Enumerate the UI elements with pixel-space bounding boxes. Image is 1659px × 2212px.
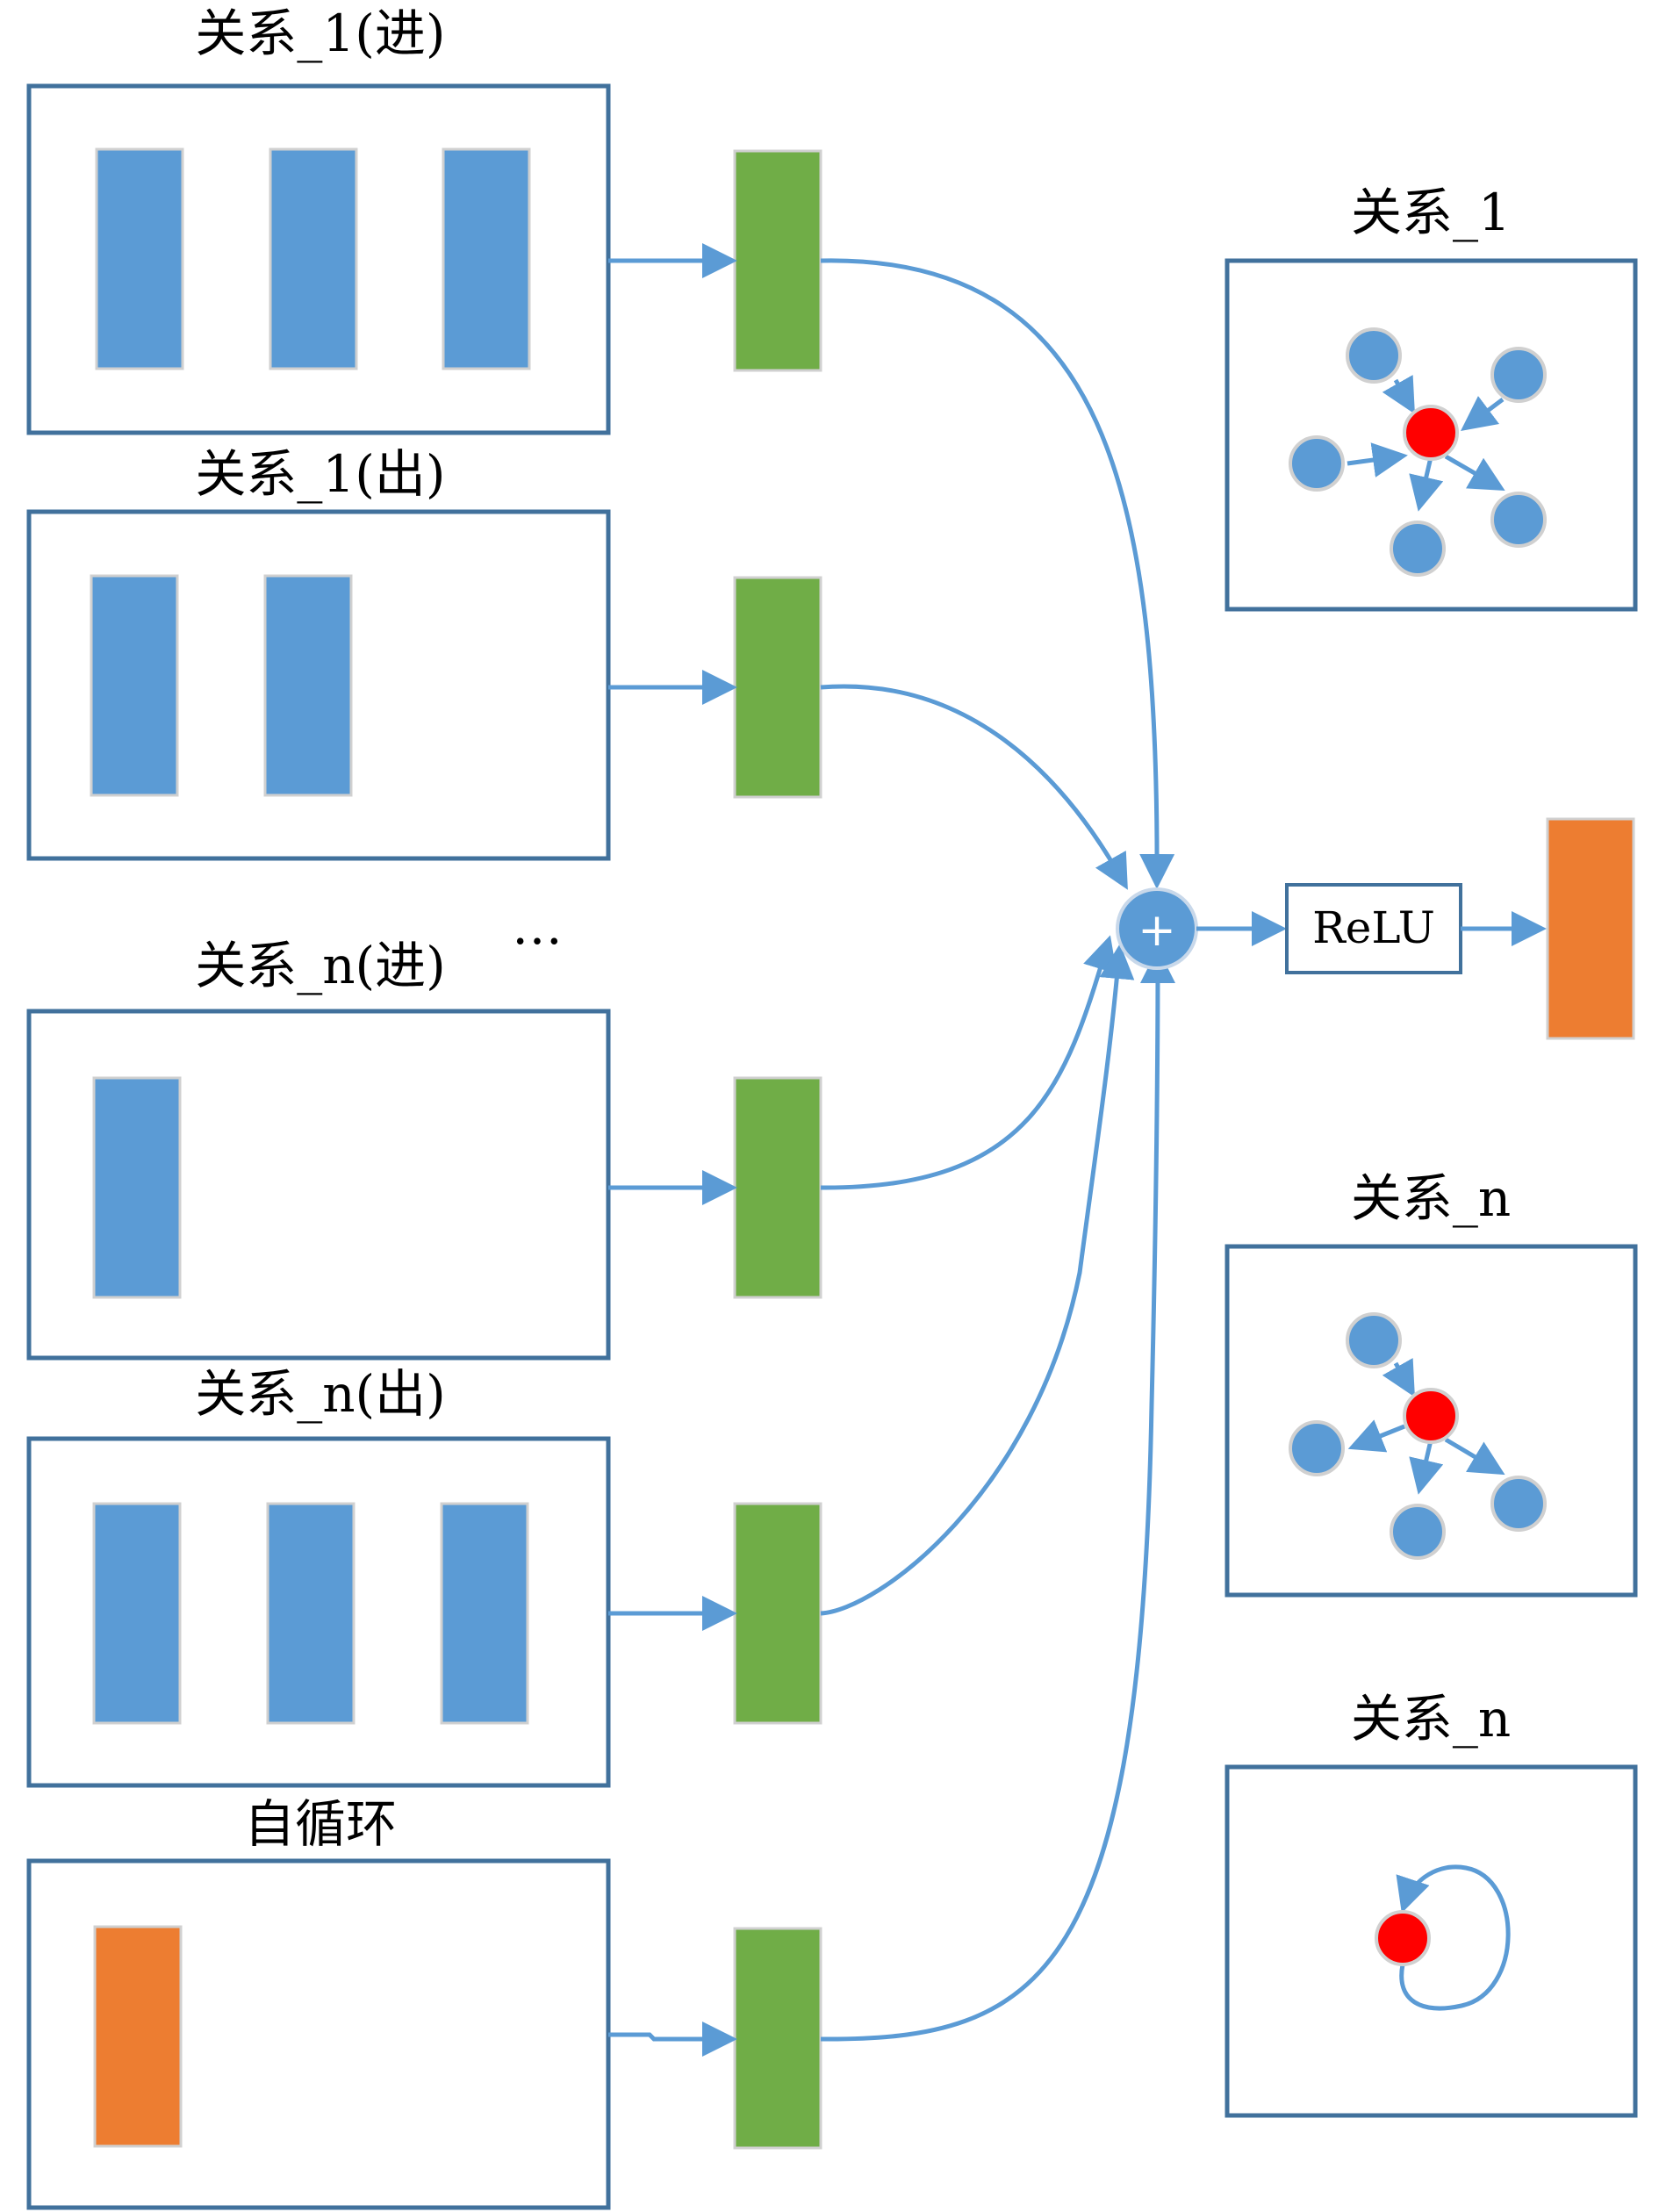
edge (1444, 1437, 1505, 1476)
center-node (1375, 1910, 1431, 1966)
graph-relation-1: 关系_1 (1224, 183, 1638, 612)
self-loop-edge (1396, 1864, 1511, 2011)
relu-box (1285, 883, 1462, 974)
transformed-vector (733, 1927, 822, 2150)
transformed-vector (733, 576, 822, 799)
graph-label-self-loop: 关系_n (1351, 1689, 1511, 1749)
relu-label: ReLU (1312, 902, 1435, 953)
graph-node (1346, 1312, 1402, 1368)
graph-node (1490, 347, 1547, 403)
edge (1409, 456, 1444, 512)
graph-node (1390, 1504, 1446, 1560)
graph-node (1289, 435, 1345, 492)
graph-node (1346, 327, 1402, 384)
feature-vector (269, 147, 358, 370)
ellipsis: … (512, 896, 563, 956)
panel-frame (1224, 1764, 1638, 2118)
panel-self-loop: 自循环 (26, 1794, 611, 2210)
feature-vector (440, 1502, 529, 1725)
edge (1461, 396, 1505, 431)
edge (1444, 454, 1505, 491)
panel-relation-1-in: 关系_1(进) (26, 4, 611, 435)
graph-label-relation-1: 关系_1 (1351, 183, 1511, 242)
edge (1347, 1419, 1405, 1453)
feature-vector (92, 1076, 182, 1299)
arrow (820, 684, 1128, 890)
sum-node: + (1116, 887, 1198, 970)
graph-relation-n: 关系_n (1224, 1168, 1638, 1598)
feature-vector-self (93, 1925, 183, 2148)
graph-node (1490, 1476, 1547, 1532)
feature-vector (263, 574, 353, 797)
arrow (820, 944, 1135, 1616)
panel-relation-n-in: 关系_n(进) (26, 936, 611, 1361)
arrow (820, 935, 1117, 1190)
panel-to-transform-arrows (608, 243, 737, 2057)
graph-node (1390, 521, 1446, 577)
panel-label-relation-1-out: 关系_1(出) (195, 444, 445, 504)
feature-vector (442, 147, 531, 370)
panel-relation-1-out: 关系_1(出) (26, 444, 611, 861)
transformed-vector (733, 149, 822, 372)
edge (1382, 375, 1415, 414)
arrow (820, 948, 1175, 2042)
center-node (1403, 1388, 1459, 1444)
arrow (608, 2022, 737, 2057)
sum-sign: + (1138, 904, 1176, 957)
panel-label-self-loop: 自循环 (244, 1794, 397, 1854)
panel-relation-n-out: 关系_n(出) (26, 1364, 611, 1788)
edge (1382, 1358, 1415, 1397)
graph-self-loop: 关系_n (1224, 1689, 1638, 2118)
panel-label-relation-n-in: 关系_n(进) (195, 936, 446, 995)
transformed-vector (733, 1502, 822, 1725)
feature-vector (92, 1502, 182, 1725)
edge (1347, 442, 1408, 478)
panel-label-relation-n-out: 关系_n(出) (195, 1364, 446, 1424)
edge (1409, 1440, 1444, 1495)
output-vector (1546, 817, 1635, 1040)
relu-block: ReLU (1285, 883, 1462, 974)
graph-node (1289, 1420, 1345, 1476)
center-node (1403, 405, 1459, 461)
transformed-vectors (733, 149, 822, 2150)
transform-to-sum-arrows (820, 258, 1175, 2042)
feature-vector (90, 574, 179, 797)
transformed-vector (733, 1076, 822, 1299)
panel-label-relation-1-in: 关系_1(进) (195, 4, 445, 63)
arrow (820, 258, 1175, 889)
graph-label-relation-n: 关系_n (1351, 1168, 1511, 1228)
feature-vector (95, 147, 184, 370)
feature-vector (266, 1502, 356, 1725)
graph-node (1490, 492, 1547, 548)
